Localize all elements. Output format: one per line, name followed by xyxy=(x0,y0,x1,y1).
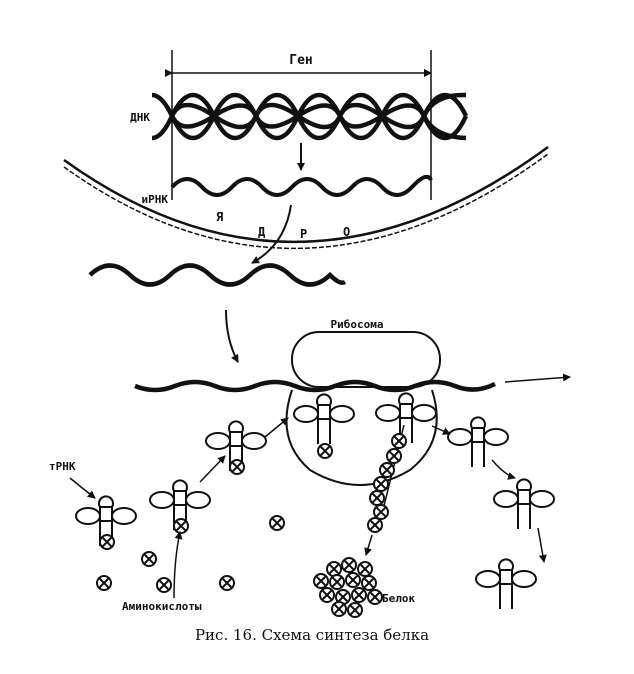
dna-label: ДНК xyxy=(130,111,150,124)
ribosome-large-subunit xyxy=(291,331,441,388)
aa-free xyxy=(96,575,112,591)
protein-cluster xyxy=(313,557,383,618)
mrna-in-nucleus xyxy=(170,174,433,197)
trna-arrow-3 xyxy=(431,425,451,435)
aa-chain xyxy=(379,462,395,478)
aa-attached xyxy=(173,518,189,534)
aa-chain xyxy=(386,448,402,464)
figure-caption: Рис. 16. Схема синтеза белка xyxy=(195,626,429,644)
aa-attached xyxy=(317,443,333,459)
aa-chain xyxy=(369,490,385,506)
protein-arrow xyxy=(364,534,373,556)
aa-attached xyxy=(229,459,245,475)
trna-released-1 xyxy=(447,416,509,468)
aa-chain xyxy=(367,517,383,533)
protein-label: Белок xyxy=(382,592,415,605)
mrna-cytoplasm xyxy=(88,263,347,287)
nucleus-letter-4: О xyxy=(343,225,350,239)
aa-free xyxy=(269,515,285,531)
trna-released-3 xyxy=(475,558,537,610)
aa-free xyxy=(141,551,157,567)
aa-free xyxy=(156,577,172,593)
trna-arrow-4 xyxy=(491,459,516,480)
to-ribosome-arrow xyxy=(225,309,239,363)
gene-label: Ген xyxy=(289,53,312,68)
trna-pointer xyxy=(69,477,96,499)
gene-span: Ген xyxy=(165,50,432,200)
amino-acids-pointer xyxy=(173,531,183,599)
trna-arrow-1 xyxy=(199,455,226,483)
ribosome-small-subunit xyxy=(285,389,438,486)
mrna-direction-arrow xyxy=(504,373,571,383)
ribosome-label: Рибосома xyxy=(331,318,384,331)
dna-strand-a xyxy=(169,92,469,141)
export-arrow xyxy=(251,204,292,264)
nucleus-letter-2: Д xyxy=(258,225,265,239)
dna-strand-b xyxy=(169,92,469,141)
trna-label: тРНК xyxy=(49,460,76,473)
amino-acids-label: Аминокислоты xyxy=(122,600,202,613)
trna-arrow-5 xyxy=(537,527,547,563)
mrna-label: иРНК xyxy=(142,193,169,206)
mrna-translation xyxy=(134,379,497,393)
aa-chain xyxy=(373,504,389,520)
aa-chain xyxy=(373,476,389,492)
nuclear-membrane xyxy=(63,145,549,249)
trna-released-2 xyxy=(493,478,555,530)
trna-arrow-2 xyxy=(264,417,289,438)
aa-free xyxy=(219,575,235,591)
aa-chain xyxy=(391,433,407,449)
aa-attached xyxy=(99,534,115,550)
nucleus-letter-1: Я xyxy=(216,210,223,224)
nucleus-letter-3: Р xyxy=(300,227,307,241)
